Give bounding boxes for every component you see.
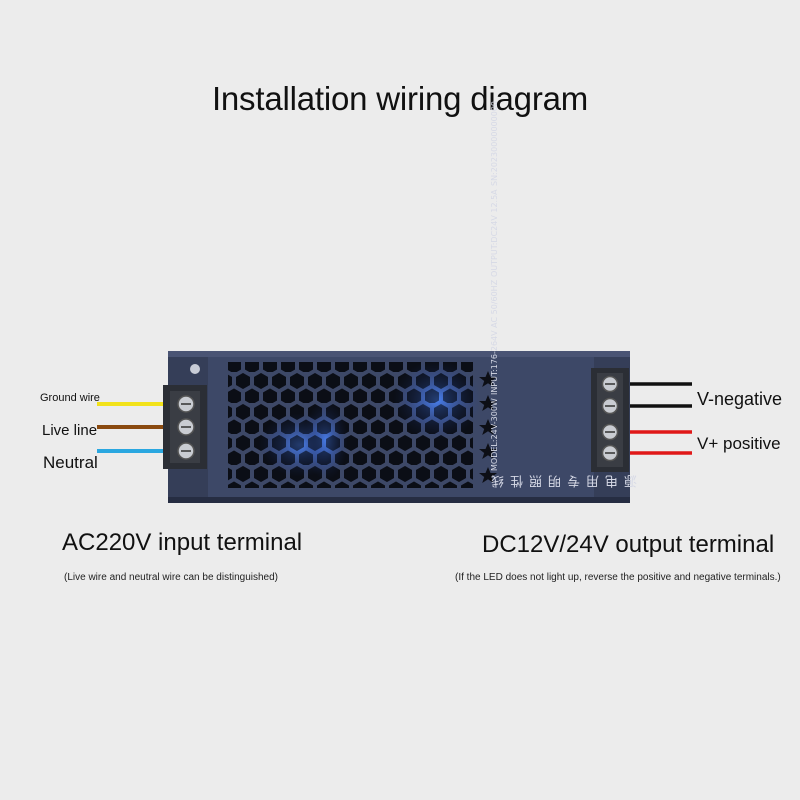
star-5 bbox=[479, 467, 497, 483]
input-terminal-block bbox=[163, 364, 207, 469]
star-4 bbox=[479, 443, 497, 459]
negative-wire-label: V-negative bbox=[697, 389, 783, 409]
power-supply-housing bbox=[168, 351, 630, 503]
device-serial: SN:20230000000000 bbox=[490, 101, 499, 187]
diagram-title: Installation wiring diagram bbox=[211, 80, 589, 117]
input-terminal-note: (Live wire and neutral wire can be disti… bbox=[64, 572, 279, 583]
output-terminal-block bbox=[591, 368, 629, 472]
device-spec-label: 线性照明专用电源 MODEL:24V-300W INPUT:176-264V A… bbox=[490, 101, 642, 488]
live-wire-label: Live line bbox=[42, 422, 98, 439]
positive-wire-label: V+ positive bbox=[697, 434, 781, 453]
device-name: 线性照明专用电源 bbox=[492, 474, 640, 488]
star-3 bbox=[479, 419, 497, 435]
device-model: MODEL:24V-300W bbox=[490, 398, 499, 471]
device-input: INPUT:176-264V AC 50/60HZ bbox=[490, 279, 499, 396]
input-terminal-heading: AC220V input terminal bbox=[62, 529, 303, 556]
rating-stars bbox=[479, 371, 497, 483]
ground-wire-label: Ground wire bbox=[40, 392, 100, 404]
star-2 bbox=[479, 395, 497, 411]
output-terminal-heading: DC12V/24V output terminal bbox=[482, 531, 775, 558]
output-terminal-note: (If the LED does not light up, reverse t… bbox=[455, 572, 781, 583]
device-output: OUTPUT:DC24V 12.5A bbox=[490, 189, 499, 277]
star-1 bbox=[479, 371, 497, 387]
neutral-wire-label: Neutral bbox=[43, 453, 98, 472]
